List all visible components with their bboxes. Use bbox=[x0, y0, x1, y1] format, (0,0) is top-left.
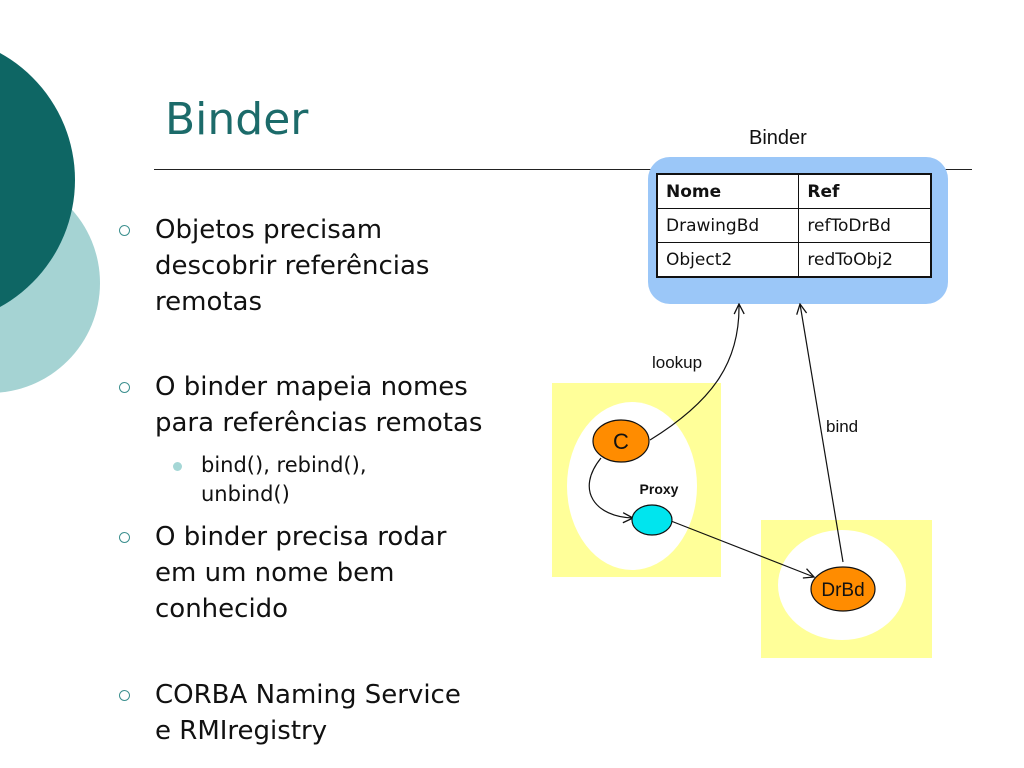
client-node-label: C bbox=[613, 429, 629, 454]
bind-arrow bbox=[800, 304, 844, 563]
binder-label: Binder bbox=[749, 127, 807, 149]
title-divider bbox=[154, 169, 972, 170]
sub-bullet-item: bind(), rebind(), unbind() bbox=[173, 451, 367, 509]
lookup-arrow bbox=[649, 304, 739, 441]
server-node bbox=[810, 566, 876, 612]
table-cell: Object2 bbox=[656, 242, 800, 278]
bind-label: bind bbox=[826, 417, 858, 436]
table-header-cell: Nome bbox=[656, 173, 800, 209]
bullet-item: CORBA Naming Service e RMIregistry bbox=[119, 677, 461, 749]
table-row: Object2 redToObj2 bbox=[656, 242, 932, 278]
bullet-item: O binder mapeia nomes para referências r… bbox=[119, 369, 483, 441]
bullet-text-line: Objetos precisam bbox=[155, 215, 383, 245]
bullet-text-line: em um nome bem bbox=[155, 558, 395, 588]
client-node bbox=[592, 419, 650, 463]
sub-bullet-text-line: unbind() bbox=[201, 482, 290, 506]
bullet-text-line: O binder precisa rodar bbox=[155, 522, 447, 552]
table-cell: DrawingBd bbox=[656, 208, 800, 243]
bullet-text-line: remotas bbox=[155, 287, 263, 317]
table-header-row: Nome Ref bbox=[656, 173, 932, 209]
bullet-item: O binder precisa rodar em um nome bem co… bbox=[119, 519, 447, 627]
bullet-text-line: CORBA Naming Service bbox=[155, 680, 461, 710]
sub-bullet-text-line: bind(), rebind(), bbox=[201, 453, 367, 477]
table-cell: refToDrBd bbox=[798, 208, 932, 243]
dark-teal-circle bbox=[0, 53, 75, 307]
table-cell: redToObj2 bbox=[798, 242, 932, 278]
hollow-circle-bullet-icon bbox=[119, 532, 130, 543]
slide-title: Binder bbox=[165, 94, 309, 145]
bullet-item: Objetos precisam descobrir referências r… bbox=[119, 212, 430, 320]
server-node-label: DrBd bbox=[821, 580, 864, 601]
proxy-node bbox=[631, 504, 673, 536]
bullet-text-line: O binder mapeia nomes bbox=[155, 372, 468, 402]
bullet-text-line: descobrir referências bbox=[155, 251, 430, 281]
hollow-circle-bullet-icon bbox=[119, 690, 130, 701]
hollow-circle-bullet-icon bbox=[119, 382, 130, 393]
proxy-to-server-arrow bbox=[670, 520, 814, 577]
client-to-proxy-arrow bbox=[588, 457, 633, 518]
filled-dot-bullet-icon bbox=[173, 462, 182, 471]
bullet-text-line: conhecido bbox=[155, 594, 289, 624]
lookup-label: lookup bbox=[652, 353, 702, 372]
bullet-text-line: para referências remotas bbox=[155, 408, 483, 438]
table-row: DrawingBd refToDrBd bbox=[656, 208, 932, 243]
proxy-node-label: Proxy bbox=[640, 481, 679, 497]
bullet-text-line: e RMIregistry bbox=[155, 716, 328, 746]
hollow-circle-bullet-icon bbox=[119, 225, 130, 236]
binder-table: Nome Ref DrawingBd refToDrBd Object2 red… bbox=[656, 173, 932, 278]
